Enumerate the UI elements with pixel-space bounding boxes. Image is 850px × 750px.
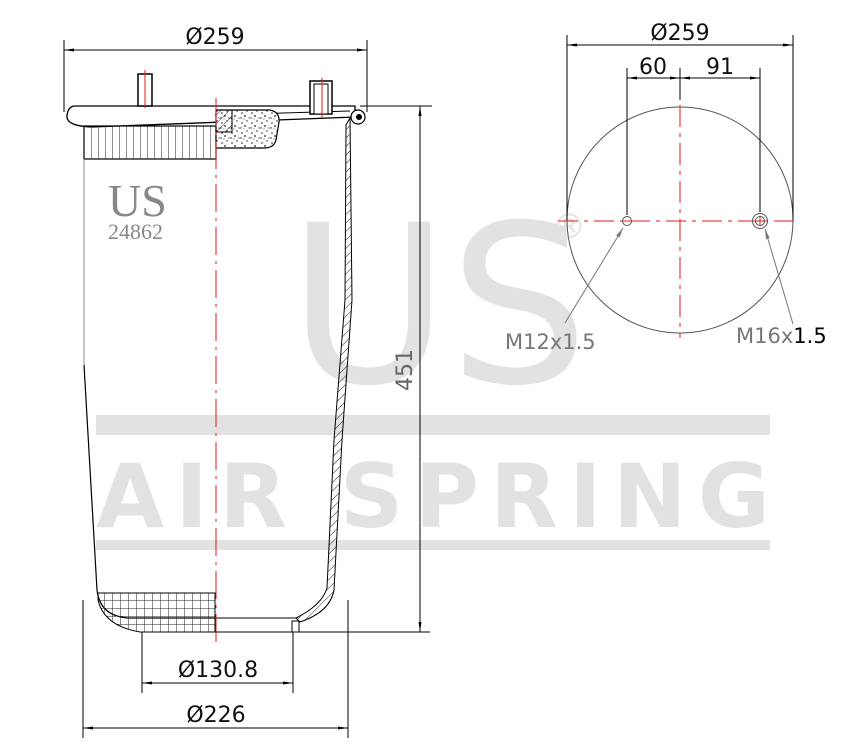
part-brand: US: [108, 175, 167, 226]
top-dimensions: Ø259 60 91: [566, 21, 794, 220]
dim-base-diameter: Ø226: [186, 703, 245, 728]
top-view: M12x1.5 M16x1.5: [505, 105, 827, 354]
air-fitting-bore: [313, 83, 329, 115]
side-dimensions: Ø259 451 Ø130.8 Ø226: [63, 25, 432, 738]
m16-leader: [764, 228, 794, 325]
watermark-tagline: AIR SPRING: [96, 445, 770, 548]
top-dim-left-offset: 60: [639, 55, 667, 80]
watermark: US ® AIR SPRING: [96, 178, 770, 550]
dim-piston-diameter: Ø130.8: [178, 658, 258, 683]
piston-base: [97, 592, 216, 633]
top-dim-right-offset: 91: [706, 55, 734, 80]
m16-hole-outer: [752, 213, 768, 229]
side-view: US 24862: [66, 70, 430, 648]
watermark-bar-bottom: [96, 540, 770, 550]
m16-thread-suffix: 1.5: [793, 324, 826, 348]
dim-top-diameter: Ø259: [185, 25, 244, 50]
watermark-logo: US: [288, 178, 589, 434]
m12-leader: [564, 227, 624, 324]
ribbed-section: [83, 125, 217, 160]
bumper-insert: [215, 109, 233, 133]
m16-thread-label: M16x1.5: [736, 324, 827, 348]
piston-pin: [291, 620, 300, 633]
m12-thread-label: M12x1.5: [505, 330, 596, 354]
part-number: 24862: [108, 219, 163, 244]
m16-thread-prefix: M16x: [736, 324, 793, 348]
dim-height: 451: [393, 349, 418, 391]
top-dim-diameter: Ø259: [650, 21, 709, 46]
crimp-bead-core: [356, 114, 362, 120]
watermark-bar-top: [96, 415, 770, 435]
